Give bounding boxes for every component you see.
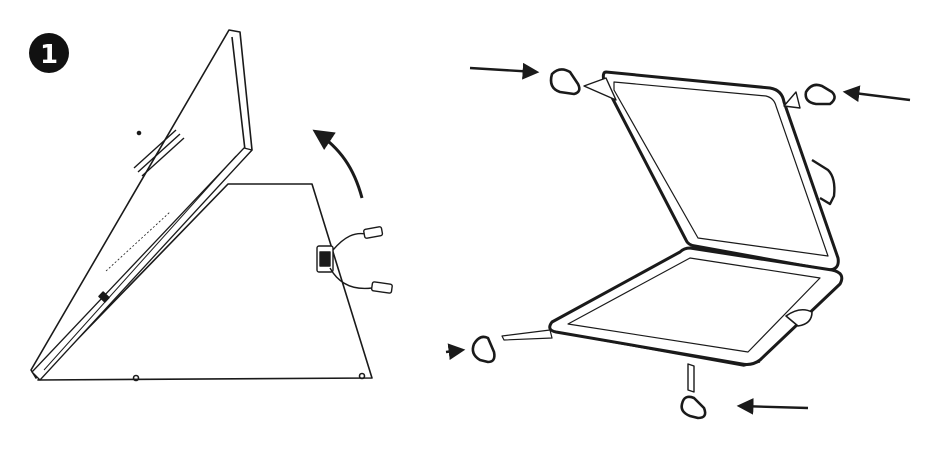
carabiners: [471, 68, 836, 420]
panel-eyelet-icon: [358, 372, 366, 380]
cable-lower: [329, 267, 373, 290]
junction-box-port: [319, 251, 331, 267]
step-number: 1: [40, 40, 58, 70]
arrow-left-icon: [736, 397, 809, 415]
panel-eyelet-icon: [132, 374, 140, 382]
cable-upper: [332, 232, 367, 251]
pointer-arrows: [445, 62, 911, 415]
corner-strap: [783, 91, 801, 109]
side-handle: [785, 308, 813, 327]
hinge-seam: [43, 155, 237, 371]
lower-panel-edge: [554, 331, 761, 367]
folding-solar-panel: [30, 29, 393, 382]
mc4-connector-icon: [370, 281, 393, 294]
arrow-left-icon: [842, 85, 911, 103]
mc4-connector-icon: [363, 226, 384, 239]
step-badge: 1: [29, 33, 69, 73]
carabiner-icon: [549, 68, 581, 96]
carabiner-icon: [680, 395, 707, 420]
panel-logo: [133, 129, 185, 177]
panel-print-text: [105, 211, 171, 272]
carabiner-icon: [804, 83, 836, 106]
corner-strap: [501, 329, 553, 341]
arrow-right-icon: [469, 62, 540, 80]
carry-handle: [811, 158, 836, 206]
carabiner-icon: [471, 335, 496, 364]
arrow-right-icon: [445, 343, 466, 361]
panel-cable: [316, 226, 393, 294]
opened-panel-case: [471, 68, 844, 420]
step-badge-circle: [29, 33, 69, 73]
hinge-clip-icon: [98, 291, 110, 303]
curved-arrow-icon: [312, 129, 364, 199]
corner-strap: [583, 77, 617, 101]
upper-panel-surface: [613, 81, 829, 257]
panel-mark-icon: [136, 130, 142, 136]
corner-strap: [687, 363, 695, 393]
bottom-panel: [37, 183, 373, 381]
lower-panel-surface: [567, 257, 821, 353]
